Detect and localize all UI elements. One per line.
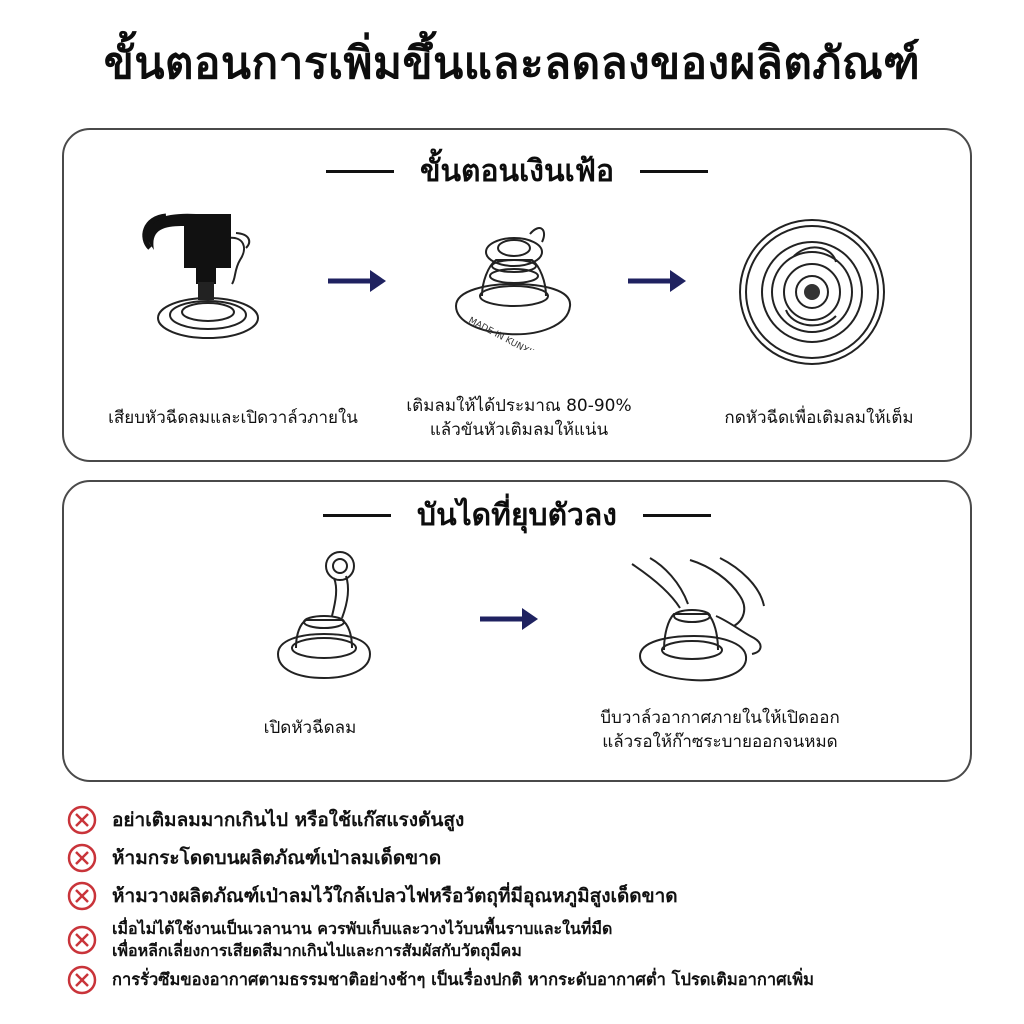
warning-text-line1: เมื่อไม่ได้ใช้งานเป็นเวลานาน ควรพับเก็บแ…	[112, 919, 613, 938]
prohibited-x-icon	[67, 843, 97, 873]
prohibited-x-icon	[67, 805, 97, 835]
heading-line-right	[639, 170, 708, 173]
heading-line-right	[642, 514, 711, 517]
deflate-step1-caption: เปิดหัวฉีดลม	[263, 718, 357, 738]
heading-line-left	[326, 170, 395, 173]
valve-inflated-icon: MADE IN KUNXING	[454, 227, 572, 350]
deflate-step2-caption-line2: แล้วรอให้ก๊าซระบายออกจนหมด	[602, 732, 838, 752]
step2-caption-line2: แล้วขันหัวเติมลมให้แน่น	[429, 420, 609, 440]
warning-item: ห้ามกระโดดบนผลิตภัณฑ์เป่าลมเด็ดขาด	[66, 842, 441, 874]
warning-text: ห้ามกระโดดบนผลิตภัณฑ์เป่าลมเด็ดขาด	[112, 847, 442, 869]
arrow-right-icon	[628, 270, 686, 292]
arrow-right-icon	[480, 608, 538, 630]
step2-caption: เติมลมให้ได้ประมาณ 80-90% แล้วขันหัวเติม…	[360, 394, 678, 442]
prohibited-x-icon	[67, 925, 97, 955]
deflate-step2-caption: บีบวาล์วอากาศภายในให้เปิดออก แล้วรอให้ก๊…	[540, 706, 900, 754]
step1-caption: เสียบหัวฉีดลมและเปิดวาล์วภายใน	[108, 408, 358, 428]
valve-top-view-icon	[739, 219, 885, 365]
pump-inserting-valve-icon	[142, 213, 259, 339]
warning-item: การรั่วซึมของอากาศตามธรรมชาติอย่างช้าๆ เ…	[66, 964, 814, 996]
warning-text-line2: เพื่อหลีกเลี่ยงการเสียดสีมากเกินไปและการ…	[112, 941, 522, 960]
warning-text: อย่าเติมลมมากเกินไป หรือใช้แก๊สแรงดันสูง	[112, 809, 465, 831]
deflation-heading-text: บันไดที่ยุบตัวลง	[417, 498, 617, 533]
prohibited-x-icon	[67, 881, 97, 911]
inflation-heading: ขั้นตอนเงินเฟ้อ	[64, 148, 970, 195]
heading-line-left	[323, 514, 392, 517]
prohibited-x-icon	[67, 965, 97, 995]
inflation-panel: ขั้นตอนเงินเฟ้อ MADE IN KUNX	[62, 128, 972, 462]
deflate-step2-caption-line1: บีบวาล์วอากาศภายในให้เปิดออก	[600, 708, 840, 728]
warning-item: ห้ามวางผลิตภัณฑ์เป่าลมไว้ใกล้เปลวไฟหรือว…	[66, 880, 678, 912]
warning-text: ห้ามวางผลิตภัณฑ์เป่าลมไว้ใกล้เปลวไฟหรือว…	[112, 885, 678, 907]
warning-item: เมื่อไม่ได้ใช้งานเป็นเวลานาน ควรพับเก็บแ…	[66, 918, 612, 962]
arrow-right-icon	[328, 270, 386, 292]
warning-text: การรั่วซึมของอากาศตามธรรมชาติอย่างช้าๆ เ…	[112, 970, 815, 989]
warning-text: เมื่อไม่ได้ใช้งานเป็นเวลานาน ควรพับเก็บแ…	[112, 918, 612, 962]
step3-caption: กดหัวฉีดเพื่อเติมลมให้เต็ม	[724, 408, 914, 428]
hand-squeeze-valve-icon	[631, 557, 765, 682]
inflation-heading-text: ขั้นตอนเงินเฟ้อ	[420, 154, 614, 189]
deflation-heading: บันไดที่ยุบตัวลง	[64, 492, 970, 539]
step2-caption-line1: เติมลมให้ได้ประมาณ 80-90%	[406, 396, 632, 416]
page-title: ขั้นตอนการเพิ่มขึ้นและลดลงของผลิตภัณฑ์	[103, 38, 921, 89]
valve-open-icon	[276, 551, 372, 680]
warning-item: อย่าเติมลมมากเกินไป หรือใช้แก๊สแรงดันสูง	[66, 804, 464, 836]
deflation-panel: บันไดที่ยุบตัวลง	[62, 480, 972, 782]
